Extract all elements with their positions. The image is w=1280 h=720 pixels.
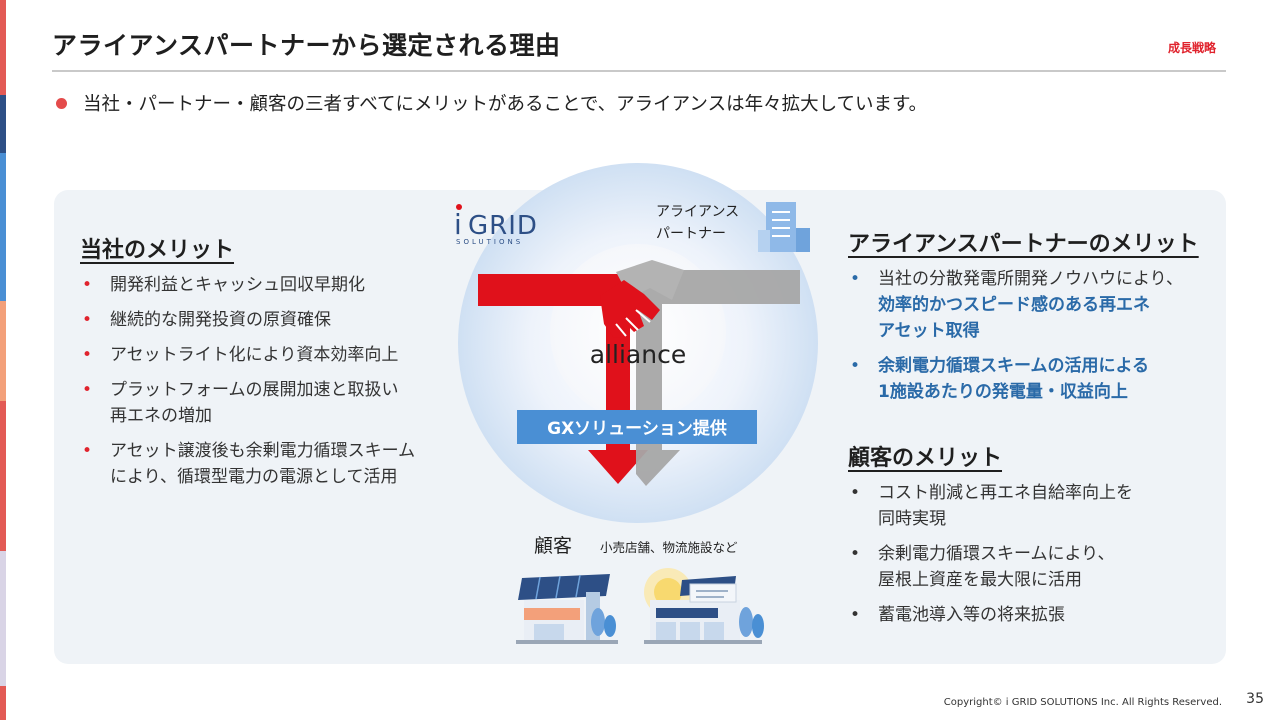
item-line: 蓄電池導入等の将来拡張 bbox=[878, 605, 1065, 625]
item-line: 屋根上資産を最大限に活用 bbox=[878, 570, 1082, 590]
warehouse-illustration bbox=[644, 568, 764, 644]
item-line: により、循環型電力の電源として活用 bbox=[110, 467, 398, 487]
logo-dot-icon bbox=[456, 204, 462, 210]
bullet-dot-icon bbox=[56, 97, 67, 109]
list-item: 余剰電力循環スキームにより、屋根上資産を最大限に活用 bbox=[848, 541, 1133, 593]
red-arrow bbox=[478, 274, 648, 484]
alliance-label: alliance bbox=[590, 340, 686, 369]
list-item: 開発利益とキャッシュ回収早期化 bbox=[80, 272, 415, 298]
title-divider bbox=[52, 70, 1226, 72]
list-item: 蓄電池導入等の将来拡張 bbox=[848, 602, 1133, 628]
page-number: 35 bbox=[1246, 691, 1264, 707]
item-line-highlight: 効率的かつスピード感のある再エネ bbox=[878, 295, 1150, 315]
gx-banner bbox=[517, 410, 757, 444]
item-line: アセット譲渡後も余剰電力循環スキーム bbox=[110, 441, 416, 461]
item-line: 余剰電力循環スキームにより、 bbox=[878, 544, 1115, 564]
item-line: コスト削減と再エネ自給率向上を bbox=[878, 483, 1133, 503]
company-merits-heading: 当社のメリット bbox=[80, 238, 235, 263]
copyright: Copyright© i GRID SOLUTIONS Inc. All Rig… bbox=[943, 697, 1222, 708]
alliance-diagram: alliance GXソリューション提供 i GRID SOLUTIONS アラ… bbox=[454, 163, 818, 644]
list-item: 余剰電力循環スキームの活用による 1施設あたりの発電量・収益向上 bbox=[848, 353, 1183, 405]
item-line: 再エネの増加 bbox=[110, 406, 212, 426]
store-illustration bbox=[516, 574, 618, 644]
item-line-highlight: アセット取得 bbox=[878, 321, 980, 341]
customer-merits-heading: 顧客のメリット bbox=[848, 446, 1003, 471]
gx-label: GXソリューション提供 bbox=[547, 418, 727, 439]
partner-label-line1: アライアンス bbox=[656, 204, 739, 220]
customer-label: 顧客 bbox=[534, 535, 572, 557]
list-item: アセットライト化により資本効率向上 bbox=[80, 342, 415, 368]
item-line: 開発利益とキャッシュ回収早期化 bbox=[110, 275, 365, 295]
item-line: 継続的な開発投資の原資確保 bbox=[110, 310, 331, 330]
logo-grid: GRID bbox=[468, 211, 538, 241]
building-icon bbox=[758, 202, 810, 252]
customer-note: 小売店舗、物流施設など bbox=[600, 540, 738, 555]
item-line: アセットライト化により資本効率向上 bbox=[110, 345, 399, 365]
list-item: 継続的な開発投資の原資確保 bbox=[80, 307, 415, 333]
logo-solutions: SOLUTIONS bbox=[456, 238, 523, 246]
section-tag: 成長戦略 bbox=[1167, 41, 1216, 55]
side-color-stripe bbox=[0, 0, 6, 720]
item-line: プラットフォームの展開加速と取扱い bbox=[110, 380, 399, 400]
item-line-highlight: 余剰電力循環スキームの活用による bbox=[878, 356, 1149, 376]
handshake-icon bbox=[600, 260, 684, 338]
lead-statement: 当社・パートナー・顧客の三者すべてにメリットがあることで、アライアンスは年々拡大… bbox=[56, 90, 927, 116]
partner-merits-heading: アライアンスパートナーのメリット bbox=[848, 232, 1199, 257]
page-title: アライアンスパートナーから選定される理由 bbox=[52, 31, 561, 60]
item-line-highlight: 1施設あたりの発電量・収益向上 bbox=[878, 382, 1128, 402]
partner-merits-list: 当社の分散発電所開発ノウハウにより、 効率的かつスピード感のある再エネ アセット… bbox=[848, 266, 1183, 414]
item-line: 当社の分散発電所開発ノウハウにより、 bbox=[878, 269, 1183, 289]
customer-merits-list: コスト削減と再エネ自給率向上を同時実現余剰電力循環スキームにより、屋根上資産を最… bbox=[848, 480, 1133, 637]
list-item: 当社の分散発電所開発ノウハウにより、 効率的かつスピード感のある再エネ アセット… bbox=[848, 266, 1183, 344]
igrid-logo: i GRID SOLUTIONS bbox=[454, 204, 538, 246]
company-merits-list: 開発利益とキャッシュ回収早期化継続的な開発投資の原資確保アセットライト化により資… bbox=[80, 272, 415, 499]
item-line: 同時実現 bbox=[878, 509, 946, 529]
lead-text: 当社・パートナー・顧客の三者すべてにメリットがあることで、アライアンスは年々拡大… bbox=[83, 94, 928, 115]
logo-i: i bbox=[454, 208, 462, 241]
partner-label-line2: パートナー bbox=[656, 226, 726, 242]
gray-arrow bbox=[636, 270, 800, 486]
